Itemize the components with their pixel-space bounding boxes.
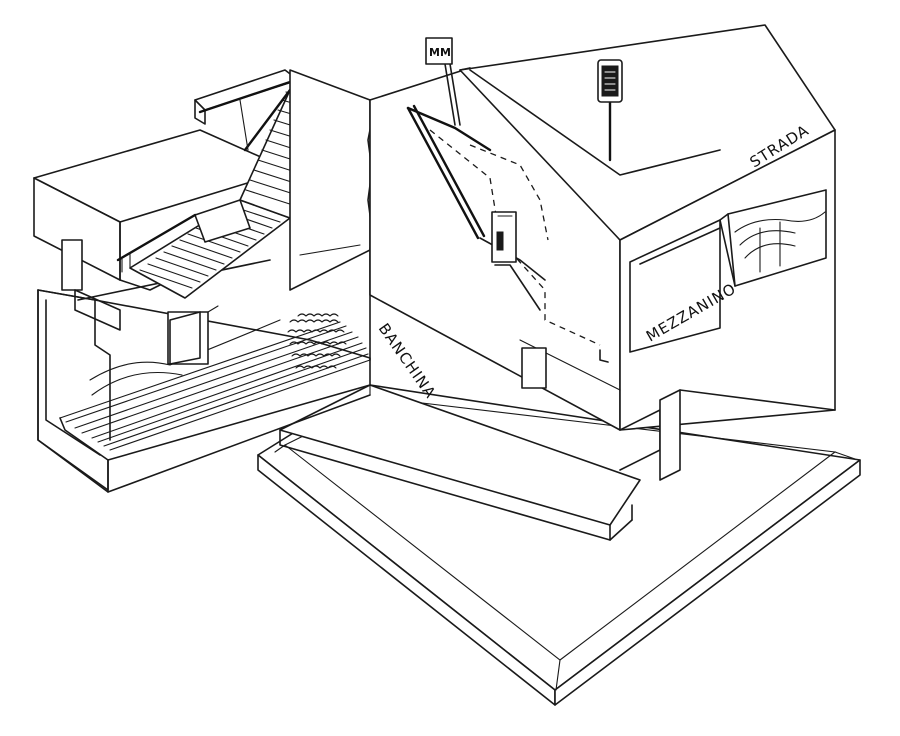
ballast-texture [287, 313, 347, 369]
left-mezzanine-block [33, 129, 446, 365]
platform-floor [279, 384, 641, 541]
central-wall [289, 69, 373, 361]
rail-tracks [59, 321, 371, 461]
metro-logo-text: MM [429, 46, 451, 59]
info-sign-post [597, 59, 623, 162]
right-main-block [369, 24, 836, 481]
metro-sign-post: MM [425, 37, 461, 126]
